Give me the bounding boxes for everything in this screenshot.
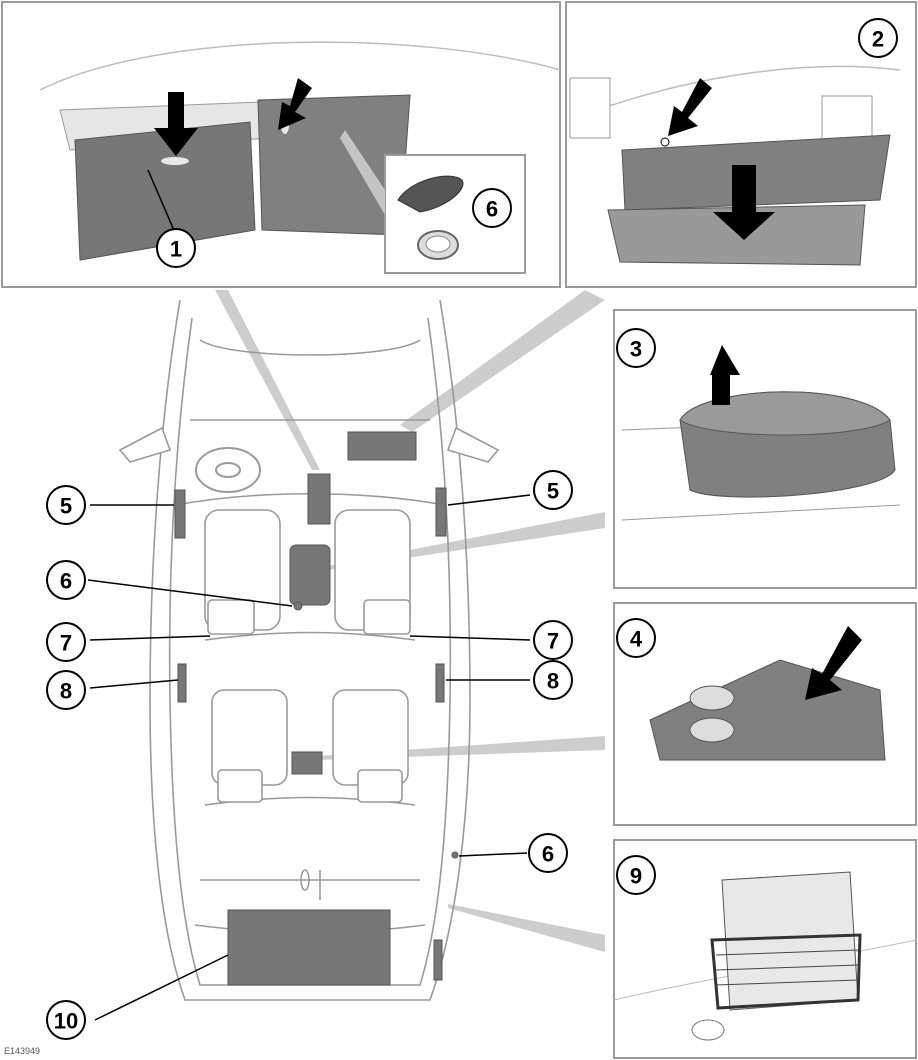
panel-6-leader: [340, 130, 385, 215]
callout-6-front: 6: [60, 569, 72, 594]
panel-3-art: [621, 345, 901, 521]
steering-wheel: [195, 447, 261, 493]
callout-4: 4: [630, 627, 643, 652]
callout-6-rear: 6: [542, 842, 554, 867]
panel-9-art: [613, 871, 917, 1041]
callout-2: 2: [872, 27, 884, 52]
socket-cap-icon: [397, 175, 464, 260]
compartments: [174, 431, 459, 986]
mirrors: [118, 426, 500, 463]
callout-1: 1: [170, 237, 182, 262]
callout-5-left: 5: [60, 494, 72, 519]
panel-9-frame: [613, 839, 917, 1059]
callout-8-left: 8: [60, 679, 72, 704]
callout-10: 10: [54, 1009, 78, 1034]
panel-3-frame: [613, 309, 917, 589]
panel-1-art: [39, 41, 561, 261]
front-seats: [204, 509, 411, 635]
callout-8-right: 8: [547, 669, 559, 694]
panel-1-frame: [1, 1, 561, 288]
rear-seats: [211, 689, 409, 803]
callout-3: 3: [630, 337, 642, 362]
callout-7-left: 7: [60, 631, 72, 656]
figure-id: E143949: [4, 1046, 41, 1056]
callout-6-socket-panel: 6: [486, 197, 498, 222]
callout-leaders: [87, 169, 531, 1021]
panel-2-frame: [565, 1, 917, 288]
panel-2-art: [569, 65, 901, 266]
callout-9: 9: [630, 864, 642, 889]
callout-5-right: 5: [547, 479, 559, 504]
panel-4-frame: [613, 602, 917, 826]
callout-numbers: 1 6 2 3 4 5 5 6 7 7 8 8 6 9 10: [54, 27, 884, 1034]
callout-7-right: 7: [547, 629, 559, 654]
car-body: [149, 299, 471, 1001]
callout-circles: [46, 18, 898, 1040]
panel-4-art: [649, 626, 886, 761]
